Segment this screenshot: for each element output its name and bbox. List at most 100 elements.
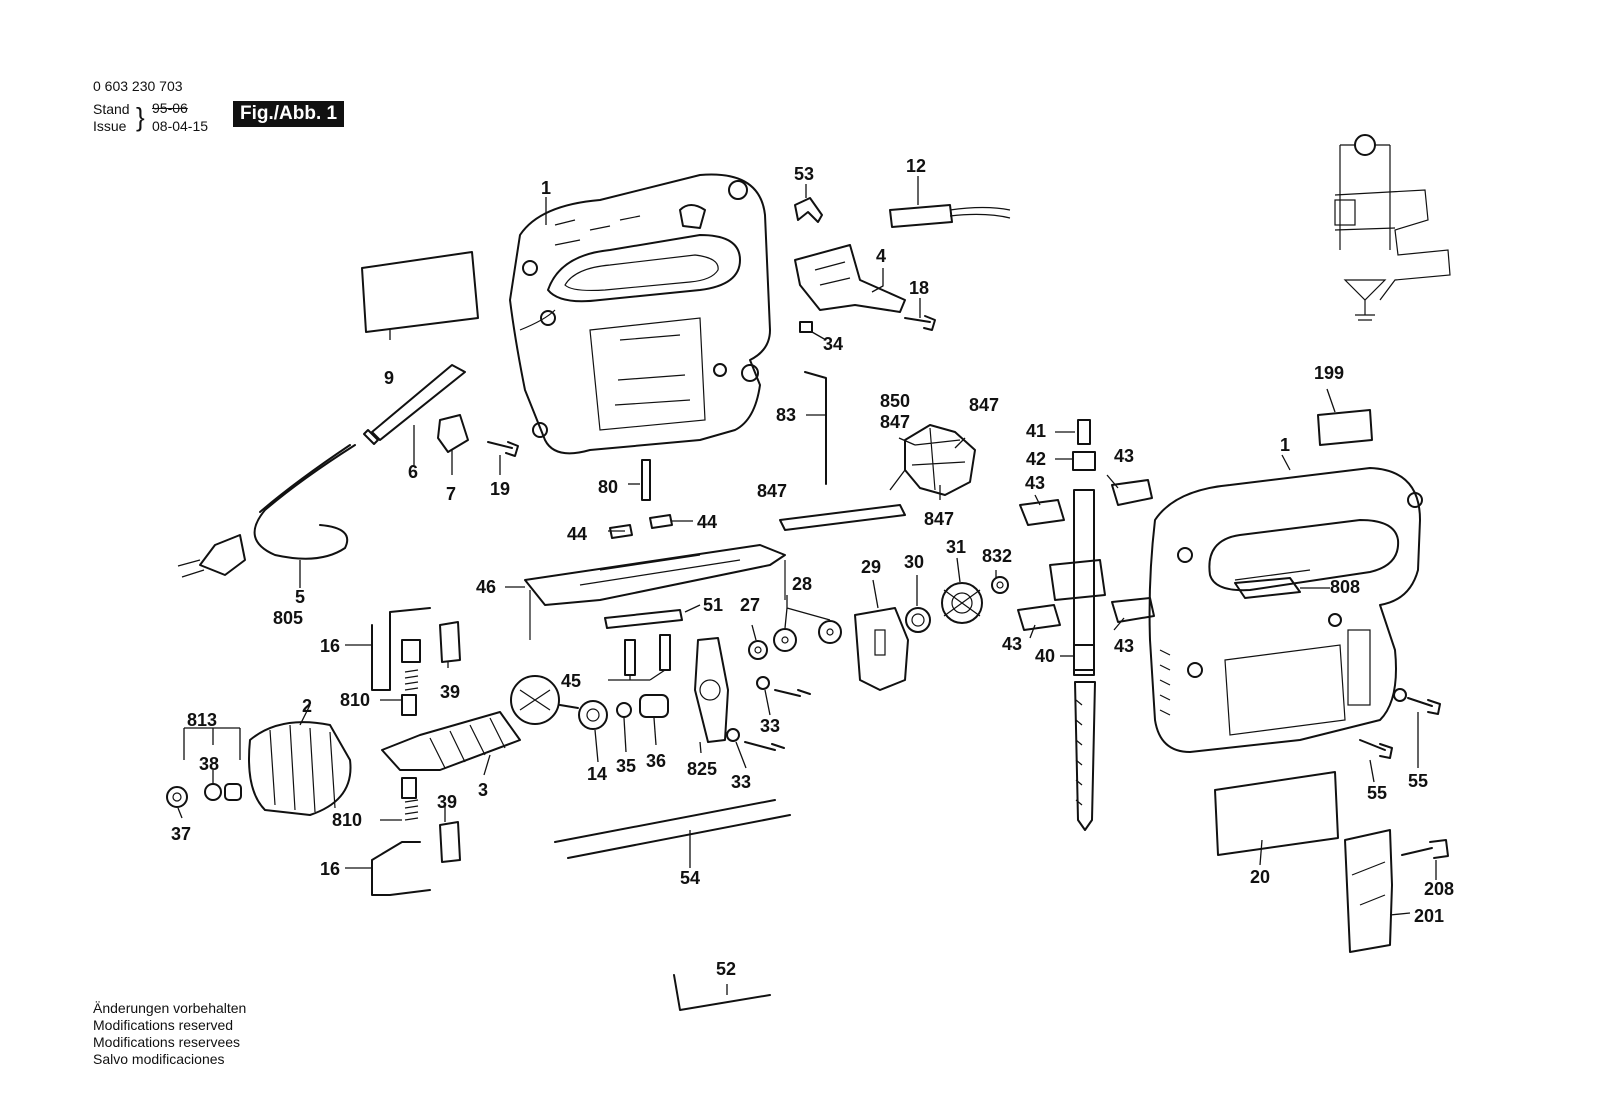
brush-set-upper <box>371 607 461 716</box>
callout-5: 5 <box>295 587 305 607</box>
callout-54: 54 <box>680 868 700 888</box>
callout-20: 20 <box>1250 867 1270 887</box>
hex-key-83 <box>804 371 827 485</box>
cable-plug-5 <box>177 444 356 578</box>
screw-18 <box>904 315 936 331</box>
footer-line-de: Änderungen vorbehalten <box>93 1000 247 1016</box>
stand-old-date: 95-06 <box>152 100 188 116</box>
clip-53 <box>794 197 823 223</box>
callout-12: 12 <box>906 156 926 176</box>
sleeve-36 <box>639 694 669 718</box>
nut-37 <box>166 786 188 808</box>
bearing-14 <box>578 700 608 730</box>
footer-notes: Änderungen vorbehalten Modifications res… <box>93 1000 246 1068</box>
callout-3: 3 <box>478 780 488 800</box>
stand-label: Stand <box>93 101 130 117</box>
callout-46: 46 <box>476 577 496 597</box>
callout-18: 18 <box>909 278 929 298</box>
callout-825: 825 <box>687 759 717 779</box>
bracket-201 <box>1344 829 1393 953</box>
footer-line-fr: Modifications reservees <box>93 1034 241 1050</box>
leader-lines <box>177 176 1437 995</box>
washer-30 <box>905 607 931 633</box>
callout-37: 37 <box>171 824 191 844</box>
callout-34: 34 <box>823 334 843 354</box>
issue-label: Issue <box>93 118 127 134</box>
base-plate-46 <box>524 514 786 640</box>
rails-54 <box>554 799 791 859</box>
callout-199: 199 <box>1314 363 1344 383</box>
callout-810-lower: 810 <box>332 810 362 830</box>
callout-45: 45 <box>561 671 581 691</box>
callout-43-d: 43 <box>1114 636 1134 656</box>
strain-relief-6 <box>363 309 556 445</box>
callout-44-b: 44 <box>697 512 717 532</box>
figure-label: Fig./Abb. 1 <box>233 101 345 127</box>
callout-35: 35 <box>616 756 636 776</box>
field-2 <box>248 721 352 816</box>
screw-19 <box>487 441 519 457</box>
callout-847-b: 847 <box>969 395 999 415</box>
callout-19: 19 <box>490 479 510 499</box>
callout-36: 36 <box>646 751 666 771</box>
callout-16-upper: 16 <box>320 636 340 656</box>
brush-holder-12 <box>889 204 1011 228</box>
callout-43-b: 43 <box>1025 473 1045 493</box>
armature-3 <box>381 675 579 771</box>
callout-55-a: 55 <box>1367 783 1387 803</box>
washers-28 <box>773 620 842 652</box>
callout-850: 850 <box>880 391 910 411</box>
footer-line-en: Modifications reserved <box>93 1017 234 1033</box>
guide-plates-43 <box>1017 479 1155 631</box>
bearing-38 <box>204 783 242 801</box>
washer-27 <box>748 640 768 660</box>
ring-35 <box>616 702 632 718</box>
callout-83: 83 <box>776 405 796 425</box>
callout-27: 27 <box>740 595 760 615</box>
screws-33 <box>726 676 811 751</box>
callout-29: 29 <box>861 557 881 577</box>
callout-30: 30 <box>904 552 924 572</box>
screw-208 <box>1401 839 1449 859</box>
hex-key-52 <box>673 974 771 1011</box>
issue-date: 08-04-15 <box>152 118 209 134</box>
callout-53: 53 <box>794 164 814 184</box>
callout-55-b: 55 <box>1408 771 1428 791</box>
callout-208: 208 <box>1424 879 1454 899</box>
callout-41: 41 <box>1026 421 1046 441</box>
callout-31: 31 <box>946 537 966 557</box>
screws-55 <box>1359 697 1441 759</box>
callout-847-d: 847 <box>757 481 787 501</box>
label-20 <box>1214 771 1339 856</box>
callout-4: 4 <box>876 246 886 266</box>
label-199 <box>1317 409 1373 446</box>
callout-44-a: 44 <box>567 524 587 544</box>
callout-7: 7 <box>446 484 456 504</box>
callout-16-lower: 16 <box>320 859 340 879</box>
callout-6: 6 <box>408 462 418 482</box>
callout-201: 201 <box>1414 906 1444 926</box>
callout-42: 42 <box>1026 449 1046 469</box>
pin-34 <box>799 321 813 333</box>
footer-line-es: Salvo modificaciones <box>93 1051 225 1067</box>
callout-33-b: 33 <box>731 772 751 792</box>
bearing-support-825 <box>694 637 729 743</box>
callout-38: 38 <box>199 754 219 774</box>
callout-847-c: 847 <box>924 509 954 529</box>
callout-832: 832 <box>982 546 1012 566</box>
callout-43-c: 43 <box>1002 634 1022 654</box>
callout-813: 813 <box>187 710 217 730</box>
gear-850 <box>904 424 976 496</box>
label-808 <box>1234 577 1301 599</box>
cam-plate-29 <box>854 607 909 691</box>
callout-847-a: 847 <box>880 412 910 432</box>
brace-glyph: } <box>136 102 145 132</box>
callout-33-a: 33 <box>760 716 780 736</box>
pin-80 <box>641 459 651 501</box>
callout-40: 40 <box>1035 646 1055 666</box>
screws-45 <box>624 634 671 676</box>
cable-clamp-7 <box>437 414 469 453</box>
callout-810-upper: 810 <box>340 690 370 710</box>
callout-80: 80 <box>598 477 618 497</box>
